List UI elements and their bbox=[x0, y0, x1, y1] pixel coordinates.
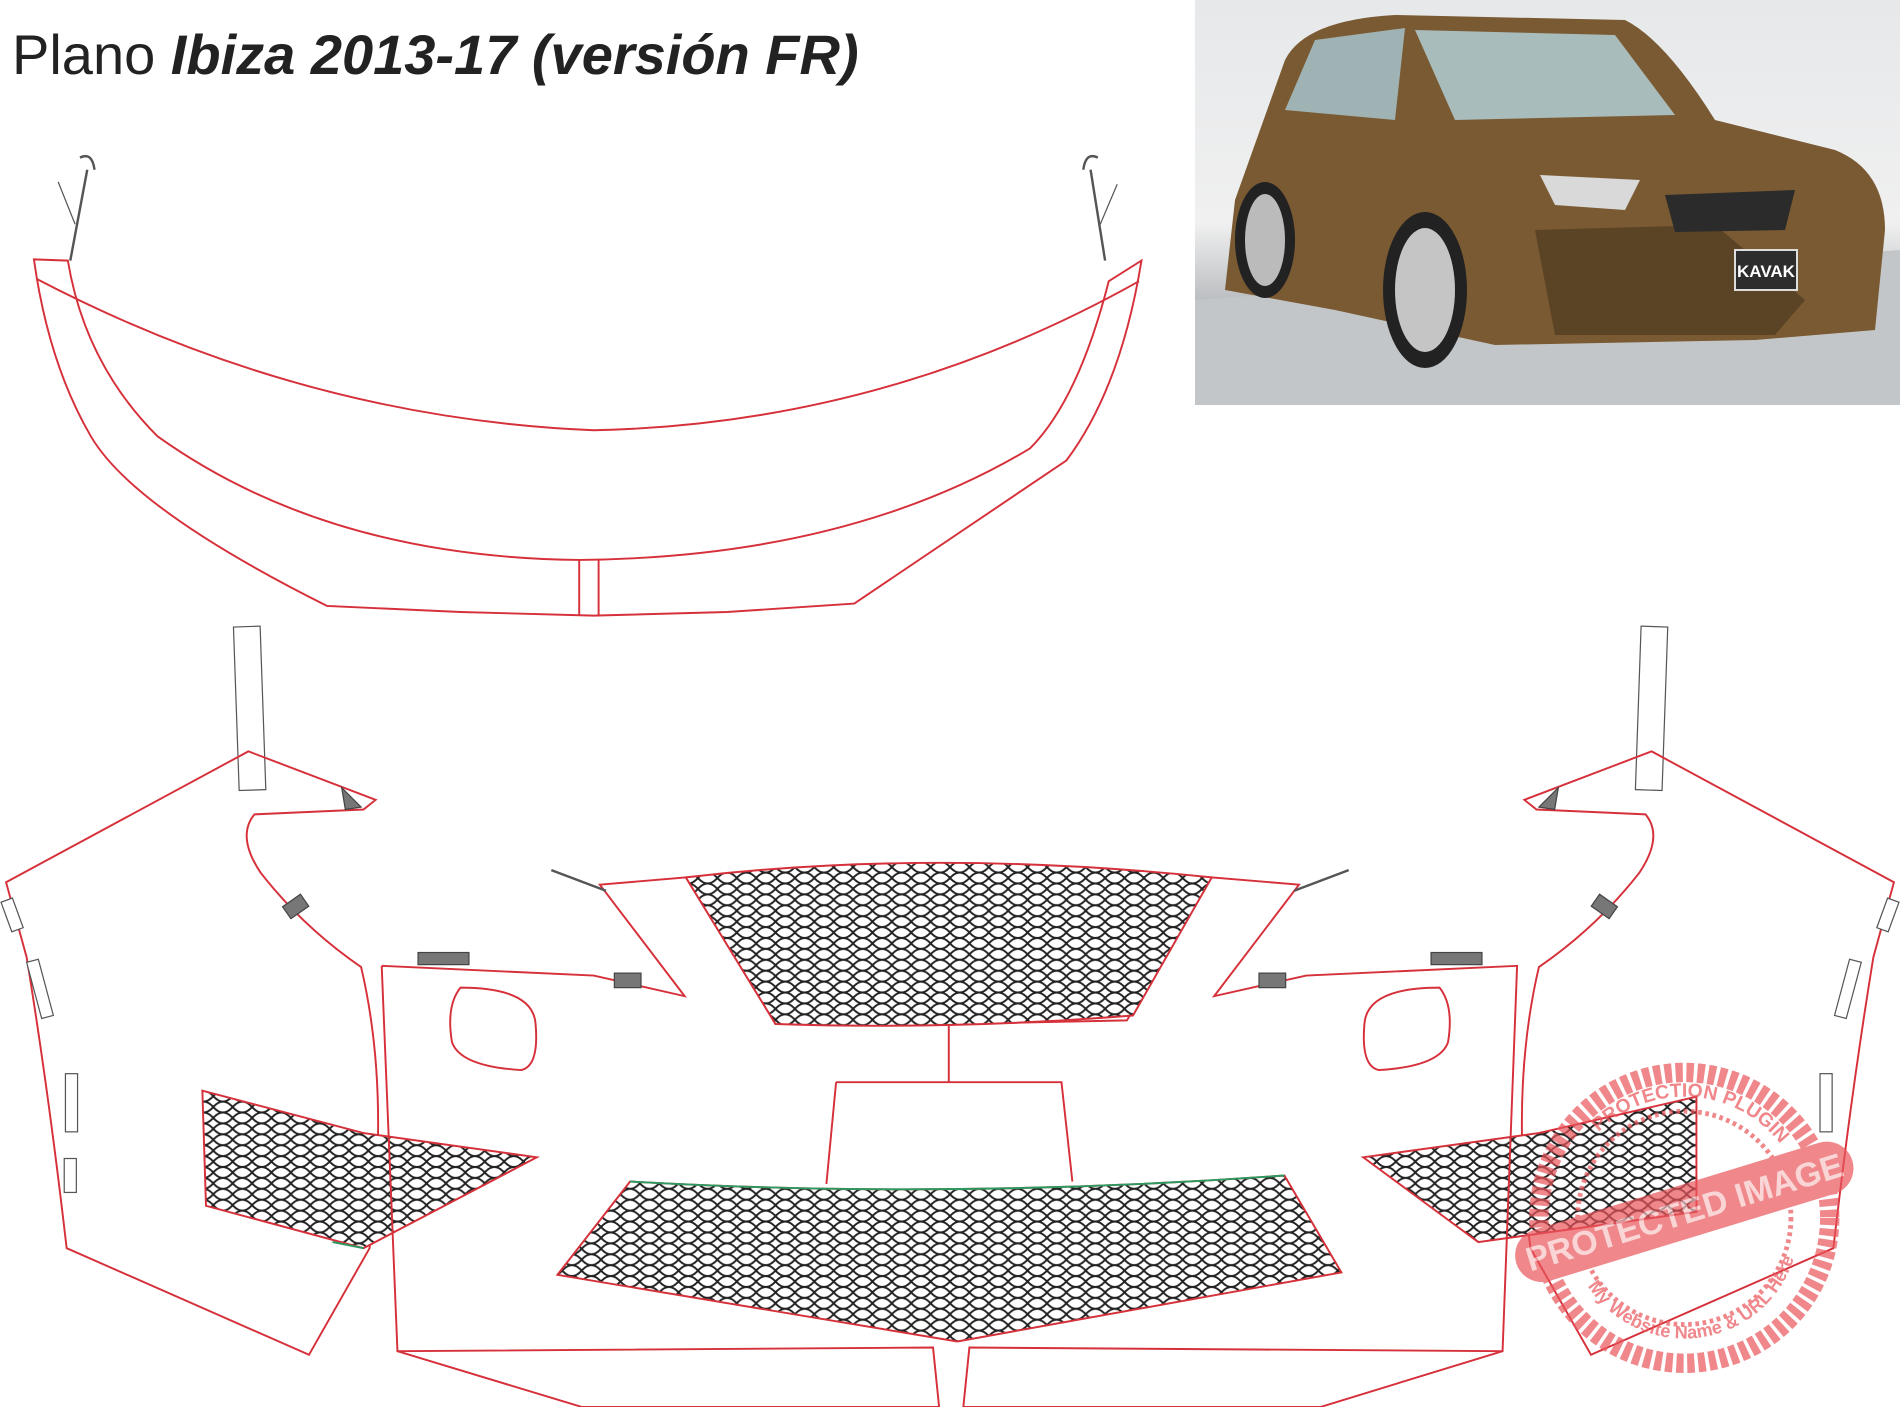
car-photo: KAVAK bbox=[1195, 0, 1900, 405]
hood-panel bbox=[32, 154, 1143, 617]
right-strip bbox=[1634, 625, 1669, 792]
hook-icon bbox=[550, 868, 1350, 892]
lower-grille-mesh bbox=[555, 1174, 1343, 1343]
front-bumper bbox=[332, 861, 1519, 1407]
hook-icon bbox=[1082, 154, 1118, 261]
plate-text: KAVAK bbox=[1737, 262, 1796, 281]
hook-icon bbox=[57, 154, 96, 261]
page-title: Plano Ibiza 2013-17 (versión FR) bbox=[12, 22, 859, 87]
left-fog-mesh bbox=[201, 1089, 540, 1250]
title-model: Ibiza 2013-17 (versión FR) bbox=[170, 23, 859, 86]
license-plate bbox=[1734, 249, 1798, 291]
upper-grille-mesh bbox=[684, 861, 1214, 1027]
left-strip bbox=[232, 625, 267, 792]
title-prefix: Plano bbox=[12, 23, 156, 86]
left-side-panel bbox=[0, 750, 540, 1357]
